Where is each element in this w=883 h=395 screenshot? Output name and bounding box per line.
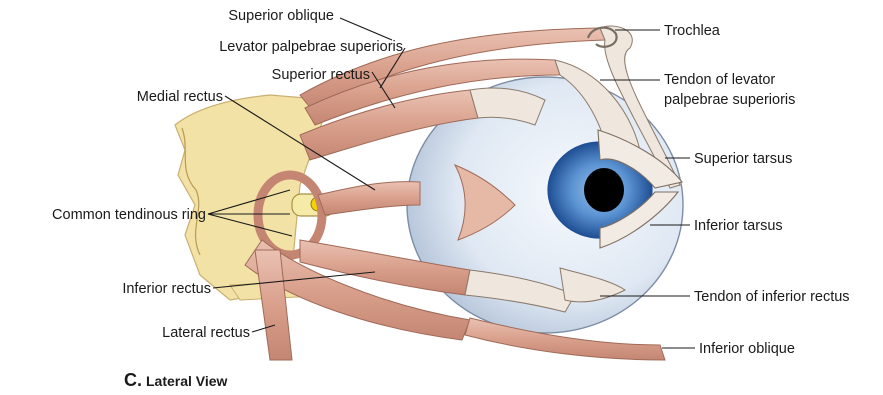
caption-text: Lateral View — [146, 373, 228, 389]
label-inferior-rectus: Inferior rectus — [122, 281, 211, 297]
label-medial-rectus: Medial rectus — [137, 89, 223, 105]
label-inferior-tarsus: Inferior tarsus — [694, 218, 783, 234]
label-levator-palpebrae: Levator palpebrae superioris — [219, 39, 403, 55]
figure-caption: C. Lateral View — [124, 370, 228, 390]
label-common-tendinous-ring: Common tendinous ring — [52, 207, 206, 223]
label-tendon-levator-line2: palpebrae superioris — [664, 92, 795, 108]
label-inferior-oblique: Inferior oblique — [699, 341, 795, 357]
label-superior-rectus: Superior rectus — [272, 67, 370, 83]
label-tendon-inferior-rectus: Tendon of inferior rectus — [694, 289, 850, 305]
label-superior-tarsus: Superior tarsus — [694, 151, 792, 167]
label-trochlea: Trochlea — [664, 23, 721, 39]
label-lateral-rectus: Lateral rectus — [162, 325, 250, 341]
caption-letter: C. — [124, 370, 142, 390]
label-tendon-levator-line1: Tendon of levator — [664, 72, 775, 88]
label-superior-oblique: Superior oblique — [228, 8, 334, 24]
